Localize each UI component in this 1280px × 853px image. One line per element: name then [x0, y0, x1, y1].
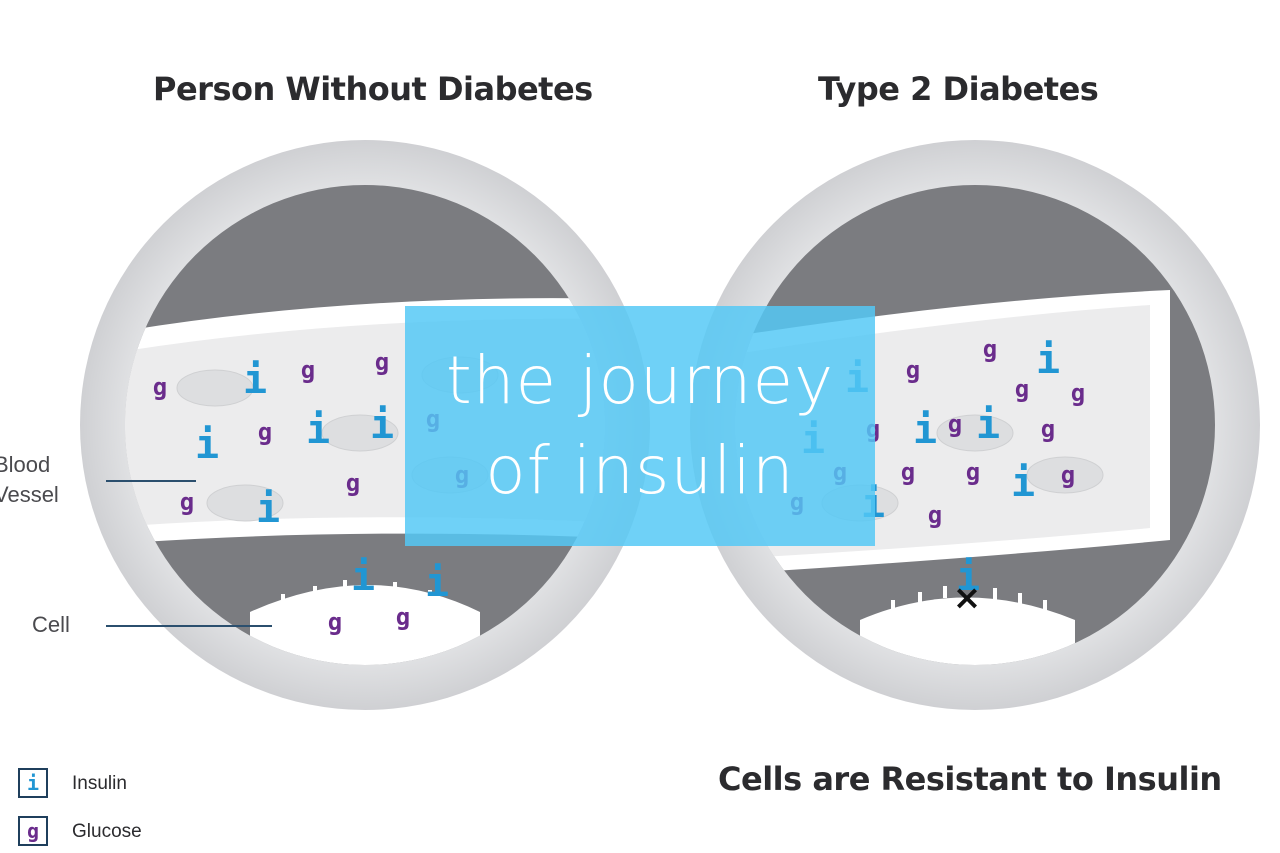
heading-cells-resistant: Cells are Resistant to Insulin — [718, 760, 1222, 798]
insulin-icon: i — [1036, 337, 1060, 383]
glucose-icon: g — [346, 469, 360, 497]
blocked-x-icon: × — [953, 578, 982, 618]
insulin-icon: i — [351, 554, 375, 600]
glucose-icon: g — [301, 356, 315, 384]
glucose-icon: g — [1061, 461, 1075, 489]
overlay-title-line1: the journey — [445, 342, 835, 419]
insulin-icon: i — [243, 357, 267, 403]
cell-label: Cell — [32, 612, 70, 637]
glucose-icon: g — [375, 348, 389, 376]
insulin-icon: i — [425, 560, 449, 606]
glucose-icon: g — [1041, 415, 1055, 443]
legend-insulin-icon: i — [18, 768, 48, 798]
overlay-title-line2: of insulin — [485, 432, 795, 509]
insulin-icon: i — [256, 486, 280, 532]
legend-glucose-icon: g — [18, 816, 48, 846]
title-overlay: the journey of insulin — [405, 306, 875, 546]
insulin-icon: i — [1011, 460, 1035, 506]
insulin-icon: i — [976, 402, 1000, 448]
blood-vessel-label-line1: Blood — [0, 452, 51, 477]
glucose-icon: g — [153, 373, 167, 401]
glucose-icon: g — [396, 603, 410, 631]
heading-person-without-diabetes: Person Without Diabetes — [153, 70, 593, 108]
cell-left — [250, 585, 480, 665]
panel-without-diabetes — [80, 140, 650, 710]
glucose-icon: g — [180, 488, 194, 516]
blood-vessel-label-line2: Vessel — [0, 482, 59, 507]
glucose-icon: g — [906, 356, 920, 384]
glucose-icon: g — [1071, 379, 1085, 407]
glucose-icon: g — [983, 335, 997, 363]
insulin-icon: i — [370, 402, 394, 448]
glucose-icon: g — [328, 608, 342, 636]
glucose-icon: g — [901, 458, 915, 486]
insulin-icon: i — [306, 407, 330, 453]
glucose-icon: g — [948, 410, 962, 438]
heading-type-2-diabetes: Type 2 Diabetes — [818, 70, 1099, 108]
legend-insulin-label: Insulin — [72, 773, 127, 794]
blood-vessel-leader-line — [106, 480, 196, 482]
insulin-icon: i — [195, 422, 219, 468]
cell-leader-line — [106, 625, 272, 627]
insulin-icon: i — [913, 407, 937, 453]
insulin-icon: i — [956, 554, 980, 600]
cell-right — [860, 597, 1075, 665]
legend-glucose-label: Glucose — [72, 821, 142, 842]
glucose-icon: g — [258, 418, 272, 446]
glucose-icon: g — [1015, 375, 1029, 403]
glucose-icon: g — [928, 501, 942, 529]
glucose-icon: g — [966, 458, 980, 486]
